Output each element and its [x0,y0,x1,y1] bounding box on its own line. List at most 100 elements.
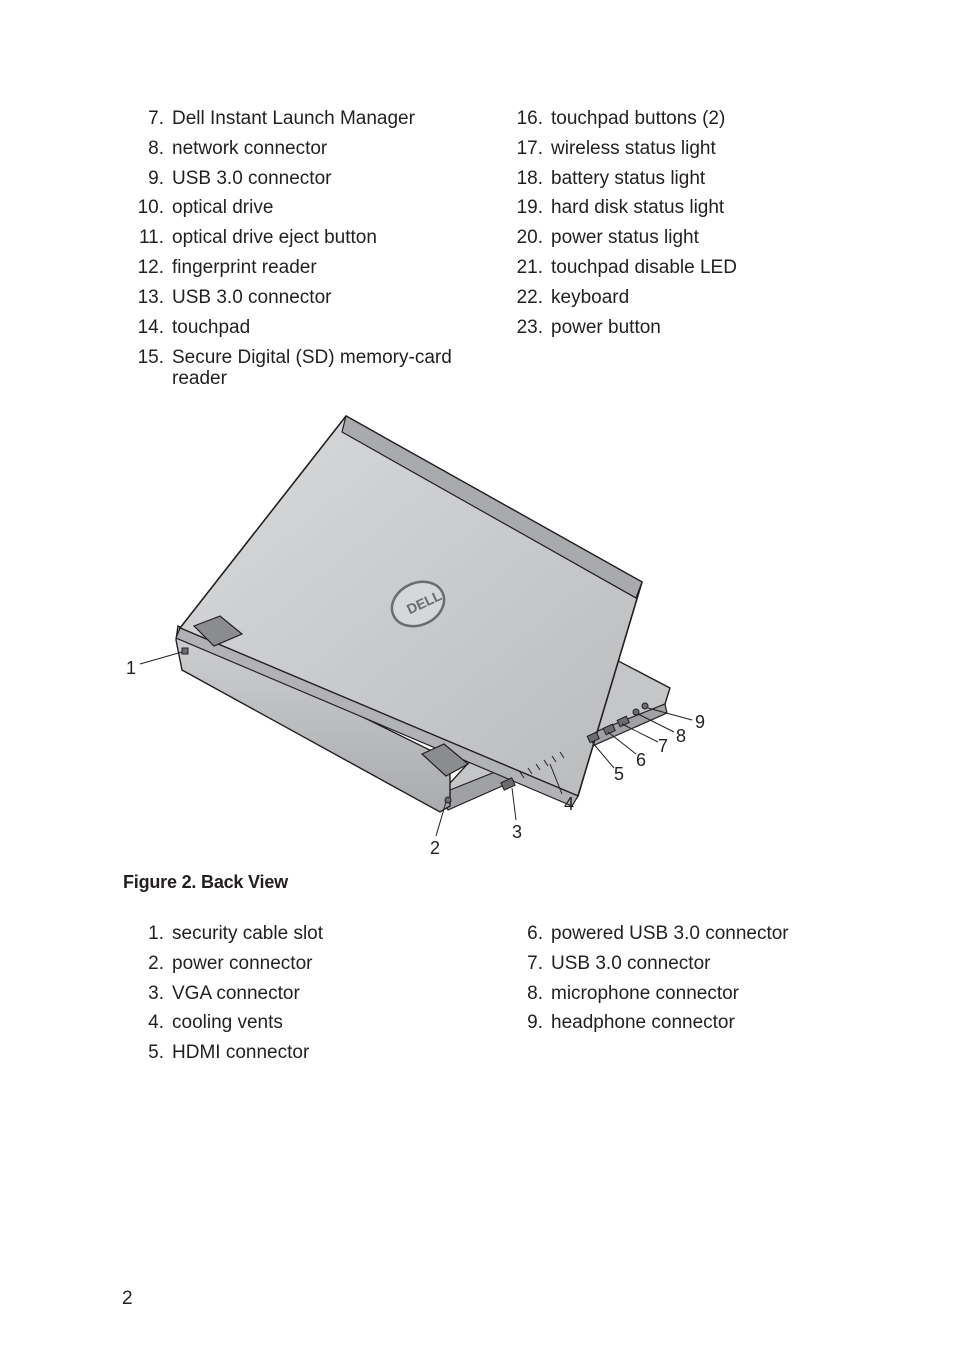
component-list-top-right: 16. touchpad buttons (2) 17.wireless stat… [509,109,849,347]
item-label: security cable slot [172,923,324,944]
list-item: 20. power status light [509,228,849,248]
item-label: HDMI connector [172,1042,310,1064]
callout-6: 6 [636,750,646,770]
list-item: 19. hard disk status light [509,198,849,218]
callout-1: 1 [126,658,136,678]
item-label: network connector [172,137,328,159]
hdmi-port-icon [586,731,600,744]
list-item: 11. optical drive eject button [130,228,470,248]
list-item: 23. power button [509,316,849,338]
page-number: 2 [122,1288,133,1309]
item-label: powered USB 3.0 connector [551,923,789,944]
list-item: 6. powered USB 3.0 connector [509,924,849,944]
item-label: optical drive eject button [172,227,377,249]
item-number: 14. [137,316,164,338]
microphone-jack-icon [632,708,640,716]
item-label: VGA connector [172,982,300,1004]
item-number: 22. [516,286,543,308]
list-item: 18. battery status light [509,167,849,189]
usb-port-icon [616,715,630,728]
item-label: keyboard [551,286,630,308]
item-label: USB 3.0 connector [551,952,711,974]
item-number: 1. [148,923,164,944]
item-number: 2. [148,952,164,974]
item-number: 10. [137,197,164,219]
list-item: 16. touchpad buttons (2) [509,109,849,129]
item-number: 13. [137,286,164,308]
callout-4: 4 [564,794,574,814]
item-number: 8. [527,982,543,1004]
component-list-bottom-left: 1.security cable slot 2.power connector … [130,924,470,1073]
item-label: power button [551,316,661,338]
laptop-back-illustration: DELL [126,414,705,858]
item-number: 12. [137,256,164,278]
left-hinge [192,615,244,647]
item-label: Secure Digital (SD) memory-card reader [172,347,452,390]
item-number: 21. [516,256,543,278]
item-number: 4. [148,1012,164,1034]
cooling-vents-icon [519,751,565,779]
callout-3: 3 [512,822,522,842]
item-label: touchpad buttons (2) [551,108,726,129]
list-item: 8. network connector [130,137,470,159]
item-number: 19. [516,197,543,219]
figure-caption: Figure 2. Back View [123,872,288,892]
list-item: 7. USB 3.0 connector [509,952,849,974]
list-item: 1. security cable slot [130,924,470,944]
item-number: 7. [148,108,164,129]
list-item: 9. USB 3.0 connector [130,167,470,189]
usb-port-icon [602,723,616,736]
item-label: Dell Instant Launch Manager [172,108,415,129]
callout-lines [139,651,693,837]
item-number: 6. [527,923,543,944]
list-item: 2. power connector [130,952,470,974]
list-item: 22. keyboard [509,286,849,308]
power-port-icon [444,796,452,804]
item-label: hard disk status light [551,197,725,219]
item-label: USB 3.0 connector [172,167,332,189]
back-view-figure: DELL [110,408,730,863]
vga-port-icon [500,777,516,791]
callout-8: 8 [676,726,686,746]
item-label: touchpad [172,316,251,338]
list-item: 4. cooling vents [130,1013,470,1033]
item-label: touchpad disable LED [551,256,737,278]
list-item: 3. VGA connector [130,982,470,1004]
list-item: 7. Dell Instant Launch Manager [130,109,470,129]
list-item: 14. touchpad [130,316,470,338]
item-number: 17. [516,137,543,159]
item-label: battery status light [551,167,706,189]
item-number: 5. [148,1042,164,1064]
callout-7: 7 [658,736,668,756]
item-number: 11. [138,227,164,249]
item-number: 20. [516,227,543,249]
item-number: 9. [148,167,164,189]
security-slot-icon [181,647,189,655]
lid-top-edge [341,415,643,599]
item-number: 16. [516,108,543,129]
item-label: optical drive [172,197,274,219]
component-list-bottom-right: 6. powered USB 3.0 connector 7. USB 3.0 co… [509,924,849,1043]
callout-2: 2 [430,838,440,858]
item-number: 18. [516,167,543,189]
lid-bottom-edge [175,627,579,807]
callout-5: 5 [614,764,624,784]
list-item: 13. USB 3.0 connector [130,286,470,308]
callout-9: 9 [695,712,705,732]
item-number: 8. [148,137,164,159]
item-label: USB 3.0 connector [172,286,332,308]
list-item: 17.wireless status light [509,137,849,159]
item-number: 7. [527,952,543,974]
item-label: power connector [172,952,313,974]
list-item: 8. microphone connector [509,982,849,1004]
headphone-jack-icon [641,702,649,710]
item-number: 3. [148,982,164,1004]
item-number: 23. [516,316,543,338]
item-label: power status light [551,227,699,249]
dell-logo-icon: DELL [390,580,446,628]
list-item: 5. HDMI connector [130,1043,470,1063]
list-item: 12.fingerprint reader [130,256,470,278]
item-label: headphone connector [551,1012,735,1034]
item-label: cooling vents [172,1012,283,1034]
item-label: microphone connector [551,982,739,1004]
